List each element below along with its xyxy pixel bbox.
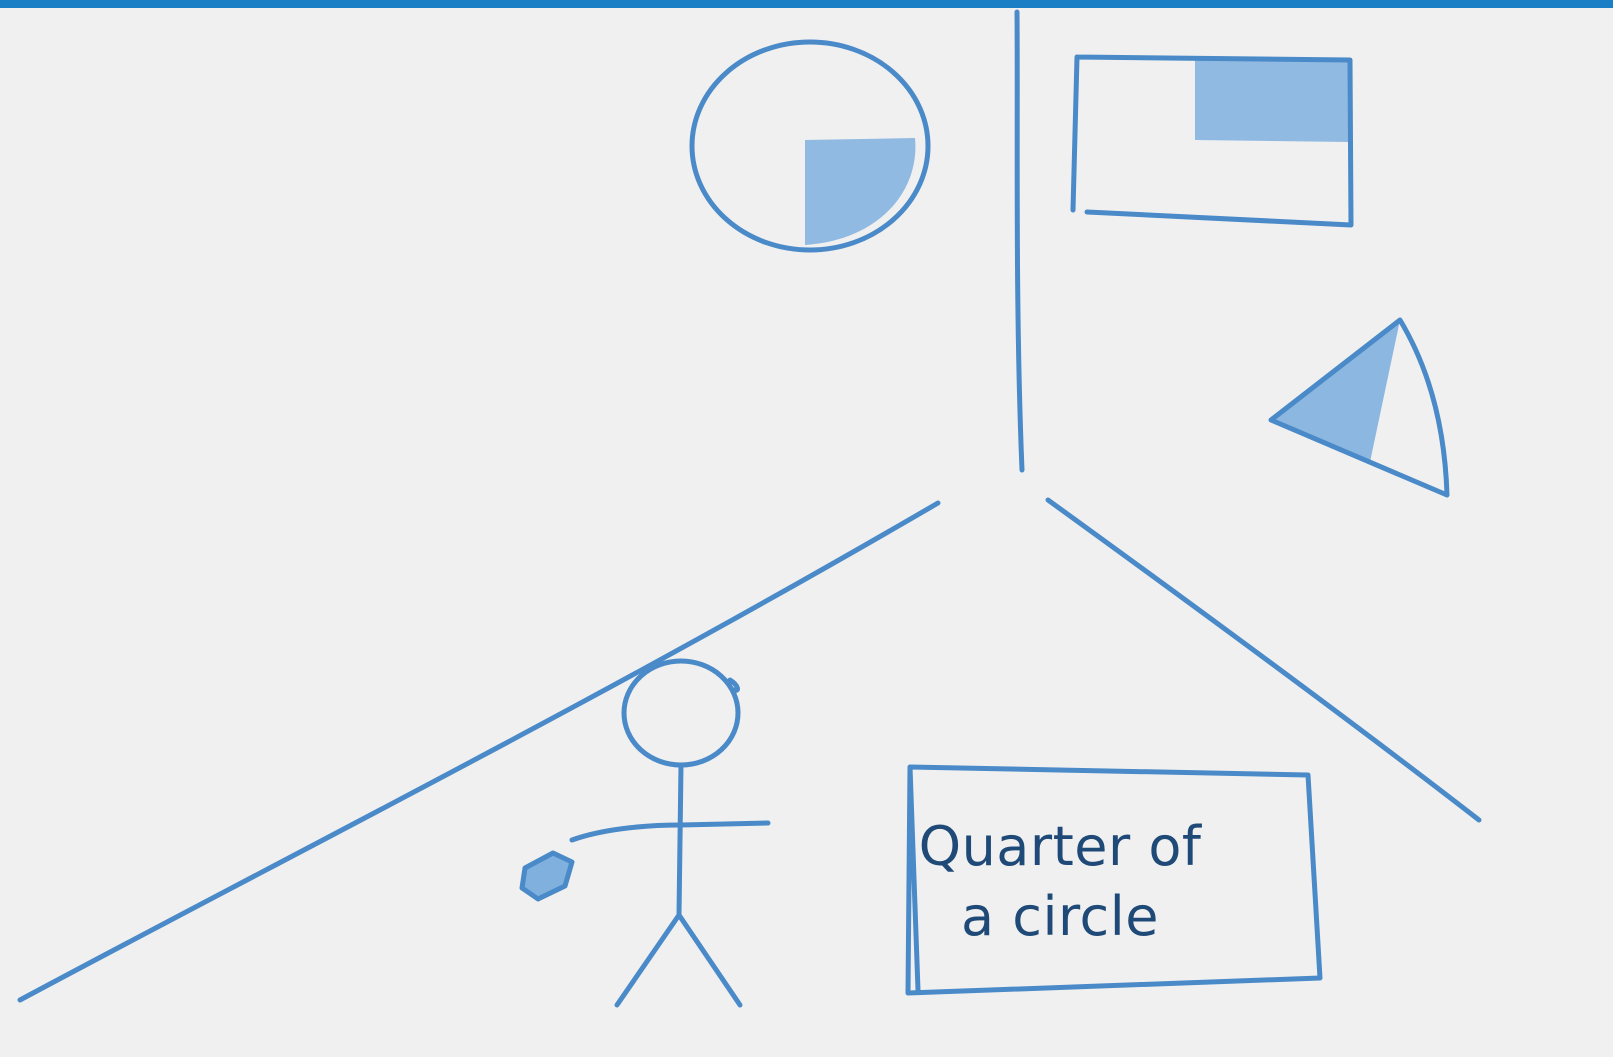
- figure-body: [679, 765, 681, 915]
- sector-fill: [1271, 320, 1400, 462]
- rectangle-shape: [1073, 57, 1352, 225]
- corner-vertical-line: [1017, 12, 1022, 470]
- rectangle-quarter-fill: [1195, 58, 1352, 142]
- held-object: [522, 853, 572, 899]
- figure-head: [624, 661, 738, 765]
- stick-figure: [572, 661, 768, 1005]
- sign-label: Quarter of a circle: [900, 812, 1220, 952]
- floor-left-line: [20, 503, 938, 1000]
- figure-right-arm: [681, 823, 768, 825]
- figure-right-leg: [679, 915, 740, 1005]
- circle-shape: [692, 42, 928, 250]
- circle-quarter-fill: [805, 138, 915, 245]
- sector-shape: [1271, 320, 1447, 495]
- sign-label-line-1: Quarter of: [900, 812, 1220, 882]
- figure-left-leg: [617, 915, 679, 1005]
- figure-left-arm: [572, 825, 681, 840]
- sign-label-line-2: a circle: [900, 882, 1220, 952]
